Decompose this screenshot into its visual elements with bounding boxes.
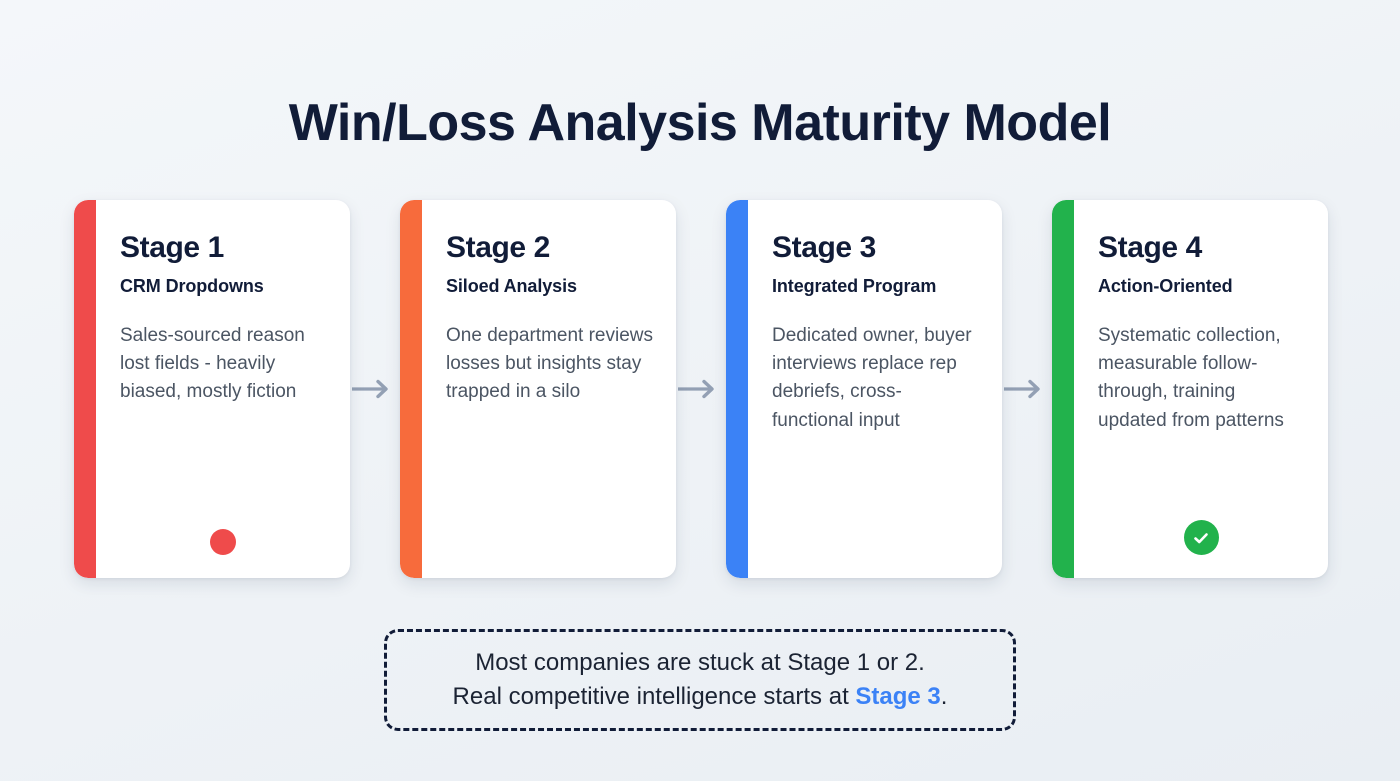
footnote-line-2-suffix: . — [940, 683, 948, 710]
stage-accent-bar-3 — [726, 200, 748, 578]
footnote-line-1: Most companies are stuck at Stage 1 or 2… — [475, 648, 925, 676]
footnote-highlight-stage: Stage 3 — [855, 683, 941, 710]
stage-body-2: One department reviews losses but insigh… — [446, 325, 653, 403]
stage-card-2[interactable]: Stage 2 Siloed Analysis One department r… — [400, 200, 676, 578]
stage-card-content-2: Stage 2 Siloed Analysis One department r… — [400, 200, 676, 578]
stage-heading-3: Stage 3 — [772, 231, 876, 264]
connector-arrow-1 — [350, 200, 400, 578]
stage-body-4: Systematic collection, measurable follow… — [1098, 325, 1284, 431]
status-dot-icon — [210, 529, 236, 555]
stage-indicator-wrap-1 — [74, 529, 350, 555]
stage-card-3[interactable]: Stage 3 Integrated Program Dedicated own… — [726, 200, 1002, 578]
stages-row: Stage 1 CRM Dropdowns Sales-sourced reas… — [74, 200, 1328, 578]
connector-arrow-3 — [1002, 200, 1052, 578]
stage-heading-2: Stage 2 — [446, 231, 550, 264]
stage-accent-bar-1 — [74, 200, 96, 578]
page-title: Win/Loss Analysis Maturity Model — [288, 93, 1112, 152]
stage-card-4[interactable]: Stage 4 Action-Oriented Systematic colle… — [1052, 200, 1328, 578]
stage-indicator-wrap-4 — [1052, 520, 1328, 555]
stage-body-1: Sales-sourced reason lost fields - heavi… — [120, 325, 305, 403]
stage-subtitle-1: CRM Dropdowns — [120, 275, 264, 296]
stage-card-1[interactable]: Stage 1 CRM Dropdowns Sales-sourced reas… — [74, 200, 350, 578]
footnote-line-2-prefix: Real competitive intelligence starts at — [452, 683, 856, 710]
stage-body-3: Dedicated owner, buyer interviews replac… — [772, 325, 972, 431]
stage-card-content-3: Stage 3 Integrated Program Dedicated own… — [726, 200, 1002, 578]
stage-accent-bar-2 — [400, 200, 422, 578]
stage-card-content-1: Stage 1 CRM Dropdowns Sales-sourced reas… — [74, 200, 350, 578]
stage-card-content-4: Stage 4 Action-Oriented Systematic colle… — [1052, 200, 1328, 578]
stage-accent-bar-4 — [1052, 200, 1074, 578]
footnote-callout: Most companies are stuck at Stage 1 or 2… — [384, 629, 1016, 731]
footnote-text: Most companies are stuck at Stage 1 or 2… — [437, 646, 964, 714]
stage-heading-4: Stage 4 — [1098, 231, 1202, 264]
connector-arrow-2 — [676, 200, 726, 578]
stage-heading-1: Stage 1 — [120, 231, 224, 264]
check-circle-icon — [1183, 520, 1219, 555]
stage-subtitle-4: Action-Oriented — [1098, 275, 1233, 296]
stage-subtitle-2: Siloed Analysis — [446, 275, 577, 296]
stage-subtitle-3: Integrated Program — [772, 275, 937, 296]
